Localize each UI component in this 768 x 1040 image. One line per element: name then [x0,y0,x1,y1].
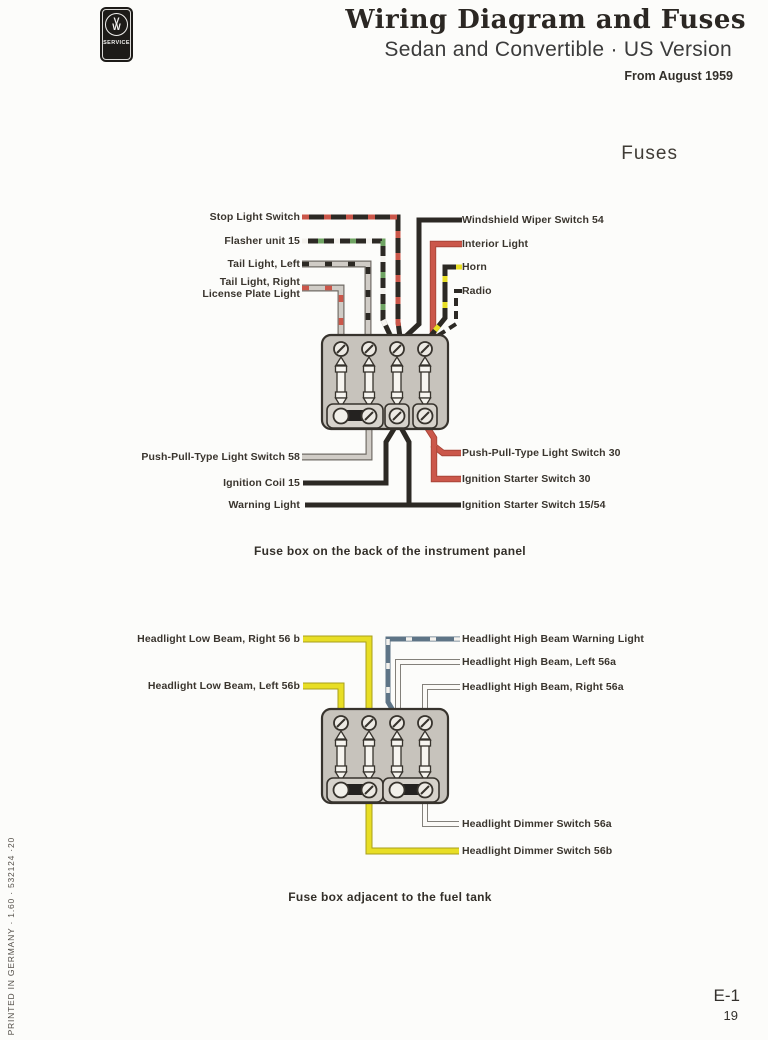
wire-windshield-wiper [401,217,462,341]
wire-tail-right-outline [302,284,345,340]
print-note: PRINTED IN GERMANY · 1.60 · 532124 ·20 [6,837,16,1036]
label-dimmer-56b: Headlight Dimmer Switch 56b [462,845,613,857]
label-push-pull-30: Push-Pull-Type Light Switch 30 [462,447,621,459]
badge-service-label: SERVICE [103,40,130,46]
label-radio: Radio [462,285,492,297]
fuse-box-fuel-tank [320,707,450,805]
label-flasher-unit: Flasher unit 15 [224,235,300,247]
wire-low-beam-left [303,683,344,716]
wire-tail-left [302,261,371,340]
wire-warning-light [305,422,412,508]
wire-high-beam-right [423,685,460,716]
label-stop-light-switch: Stop Light Switch [209,211,300,223]
vw-service-badge: V W SERVICE [100,7,133,62]
terminal-screw [388,781,406,799]
upper-diagram-caption: Fuse box on the back of the instrument p… [254,544,526,558]
page-title: Wiring Diagram and Fuses [345,5,746,35]
label-warning-light: Warning Light [228,499,300,511]
fuse-box-instrument-panel [320,333,450,431]
label-low-beam-right: Headlight Low Beam, Right 56 b [137,633,300,645]
label-tail-light-left: Tail Light, Left [227,258,300,270]
wire-tail-right [302,285,344,340]
label-tail-light-right: Tail Light, Right License Plate Light [202,276,300,300]
label-windshield-wiper: Windshield Wiper Switch 54 [462,214,604,226]
wire-ignition-starter-30 [431,446,461,482]
wire-dimmer-56b [366,800,459,854]
date-note: From August 1959 [624,69,733,83]
label-dimmer-56a: Headlight Dimmer Switch 56a [462,818,612,830]
terminal-screw [332,781,350,799]
wire-light-switch-58 [302,424,372,460]
page-subtitle: Sedan and Convertible · US Version [384,38,732,61]
lower-diagram-caption: Fuse box adjacent to the fuel tank [288,890,492,904]
wire-tail-left-outline [302,260,372,340]
wire-stop-light-switch-stripe [302,214,403,338]
wire-tail-right-stripe [302,285,344,340]
label-ignition-starter-1554: Ignition Starter Switch 15/54 [462,499,606,511]
label-interior-light: Interior Light [462,238,529,250]
wire-radio [429,289,462,342]
label-high-beam-right: Headlight High Beam, Right 56a [462,681,624,693]
wire-ignition-coil [303,422,400,486]
wire-horn-stripe [427,264,462,340]
wire-tail-left-stripe [302,261,371,340]
label-horn: Horn [462,261,487,273]
label-high-beam-left: Headlight High Beam, Left 56a [462,656,617,668]
vw-logo-icon: V W [105,13,128,36]
page-code: E-1 [713,986,740,1005]
wire-high-beam-left [396,660,460,716]
wire-interior-light [430,241,462,340]
page-number: 19 [723,1008,738,1023]
section-heading: Fuses [621,143,678,164]
wire-low-beam-right-outline [303,635,373,716]
wire-low-beam-right [303,636,372,716]
wire-flasher-unit [302,238,394,339]
label-low-beam-left: Headlight Low Beam, Left 56b [147,680,300,692]
label-high-beam-warning: Headlight High Beam Warning Light [462,633,644,645]
upper-diagram-wires [302,214,462,508]
label-ignition-starter-30: Ignition Starter Switch 30 [462,473,591,485]
lower-diagram-wires [303,635,460,855]
label-ignition-coil: Ignition Coil 15 [223,477,300,489]
terminal-screw [332,407,350,425]
label-push-pull-58: Push-Pull-Type Light Switch 58 [141,451,300,463]
wire-dimmer-56a [423,800,459,826]
